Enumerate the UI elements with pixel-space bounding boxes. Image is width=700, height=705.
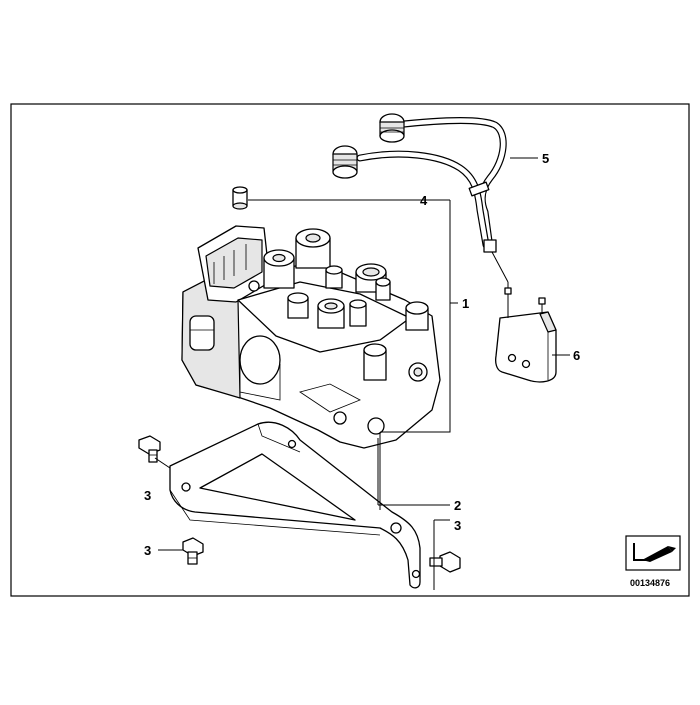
protective-cap-part [232,186,248,210]
brake-hose-assembly [332,113,507,253]
bolt-part-right [429,551,461,573]
pressure-sensor-part [495,282,557,383]
reference-number: 00134876 [630,578,670,588]
callout-3-upper-left: 3 [144,488,151,503]
callout-4: 4 [420,193,428,208]
callout-3-right: 3 [454,518,461,533]
callout-5: 5 [542,151,549,166]
callout-1: 1 [462,296,469,311]
callout-6: 6 [573,348,580,363]
arrow-box-icon [633,543,676,562]
bolt-part-lower-left [182,537,204,565]
reference-box: 00134876 [625,535,681,588]
diagram-frame [10,103,690,597]
hydraulic-unit [181,225,441,449]
mounting-bracket [169,421,421,589]
callout-2: 2 [454,498,461,513]
callout-3-lower-left: 3 [144,543,151,558]
leader-lines [154,157,570,590]
bolt-part-upper-left [138,435,161,463]
